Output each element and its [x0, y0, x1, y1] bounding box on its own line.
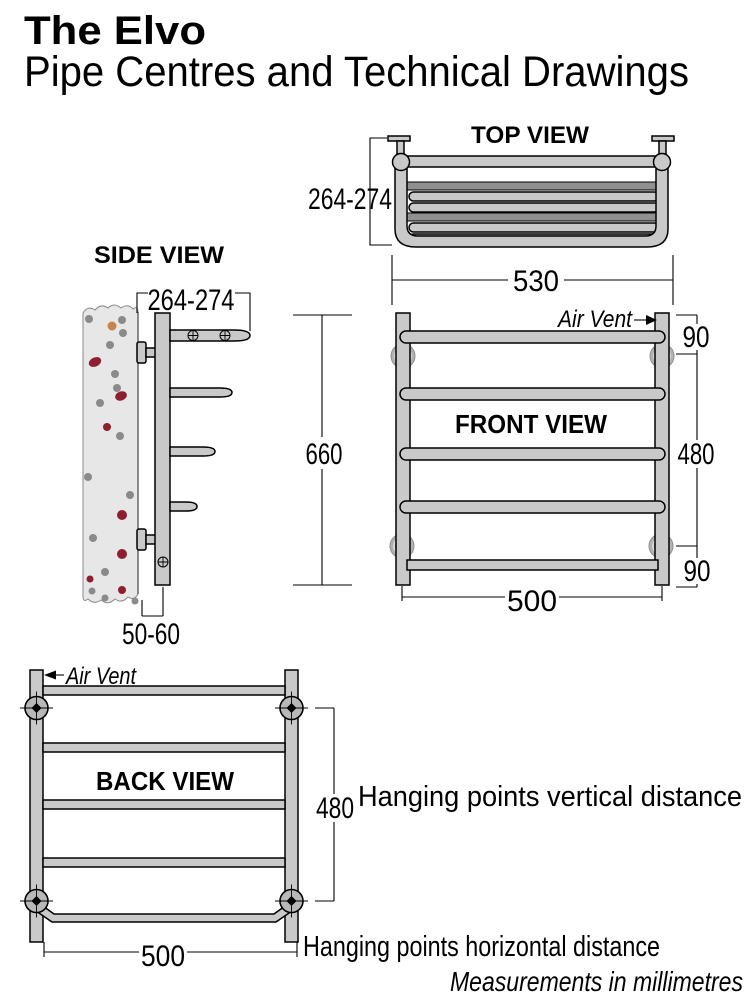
- note-units: Measurements in millimetres: [450, 966, 743, 997]
- hanging-points: [20, 691, 308, 918]
- air-vent-label: Air Vent: [556, 306, 633, 333]
- front-view-height-dimension: 660: [293, 314, 352, 586]
- note-hanging-horizontal: Hanging points horizontal distance: [303, 931, 660, 963]
- air-vent-arrow-icon: [646, 315, 657, 325]
- back-view-horizontal-dimension: 500: [43, 940, 298, 973]
- front-view: 660 FRONT VIEW Air Vent: [293, 306, 716, 618]
- back-view-vertical-dimension: 480: [314, 707, 356, 902]
- wall-section: [82, 304, 139, 604]
- side-view-wall-gap-dimension: 50-60: [122, 587, 180, 651]
- note-hanging-vertical: Hanging points vertical distance: [358, 781, 742, 813]
- hanging-point-marker: [20, 884, 53, 918]
- front-view-frame: [395, 312, 670, 586]
- wall-specks-gray: [84, 315, 139, 605]
- top-view-frame: [387, 135, 675, 248]
- back-view-frame: [29, 669, 299, 943]
- hanging-point-marker: [275, 884, 308, 918]
- wall-specks-red: [86, 357, 127, 594]
- top-view-width-dimension: 530: [391, 255, 674, 305]
- side-view-wall-gap-value: 50-60: [122, 618, 180, 651]
- front-view-height-value: 660: [306, 438, 343, 471]
- front-view-bottom-offset-value: 90: [684, 555, 711, 588]
- air-vent-label: Air Vent: [64, 663, 137, 690]
- front-view-width-value: 500: [507, 585, 557, 618]
- top-view-label: TOP VIEW: [471, 122, 589, 149]
- side-view-depth-dimension: 264-274: [136, 284, 251, 331]
- page-subtitle: Pipe Centres and Technical Drawings: [24, 48, 689, 96]
- back-view-label: BACK VIEW: [96, 766, 234, 796]
- back-view-air-vent-callout: Air Vent: [44, 663, 137, 690]
- side-view: SIDE VIEW: [82, 242, 251, 651]
- side-view-label: SIDE VIEW: [94, 242, 224, 269]
- side-view-depth-value: 264-274: [148, 284, 235, 317]
- top-view: TOP VIEW 264-274: [308, 122, 675, 305]
- wall-specks-orange: [107, 321, 117, 331]
- front-view-top-offset-value: 90: [683, 321, 710, 354]
- screw-icon: [157, 556, 169, 568]
- top-view-width-value: 530: [513, 265, 559, 298]
- screw-icon: [219, 330, 231, 341]
- hanging-point-marker: [20, 691, 53, 725]
- front-view-width-dimension: 500: [401, 585, 663, 618]
- side-view-rail: [136, 312, 251, 586]
- front-view-right-dimensions: 90 480 90: [676, 314, 716, 588]
- page-title: The Elvo: [24, 9, 206, 53]
- back-view-vertical-value: 480: [316, 792, 354, 825]
- back-view-horizontal-value: 500: [141, 940, 185, 973]
- top-view-depth-value: 264-274: [308, 183, 392, 216]
- front-view-centres-vertical-value: 480: [678, 438, 715, 471]
- front-view-label: FRONT VIEW: [455, 409, 607, 439]
- screw-icon: [187, 330, 199, 341]
- top-view-depth-dimension: 264-274: [308, 137, 392, 246]
- back-view: BACK VIEW: [20, 663, 356, 973]
- air-vent-arrow-icon: [44, 670, 56, 680]
- front-view-air-vent-callout: Air Vent: [556, 306, 657, 333]
- hanging-point-marker: [275, 691, 308, 725]
